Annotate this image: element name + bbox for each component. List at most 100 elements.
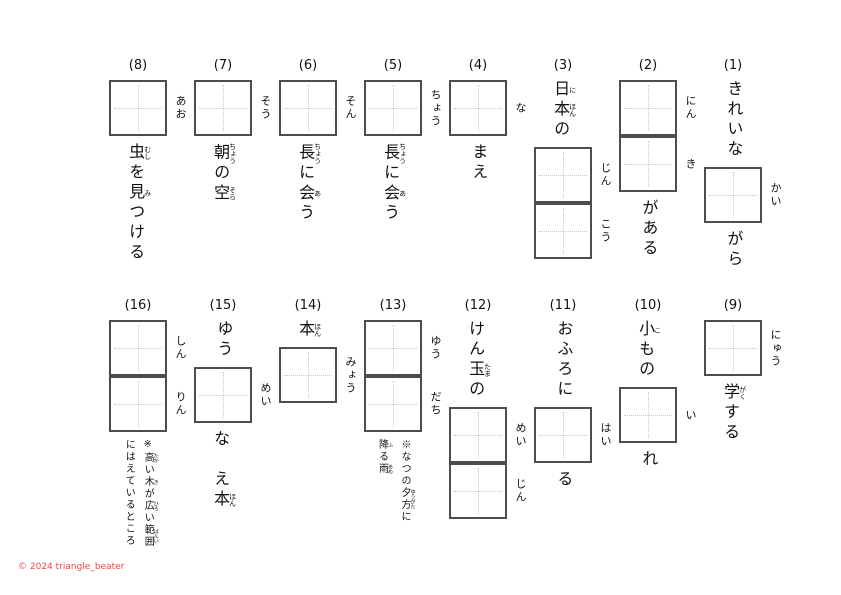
footnote-line: 降ふる雨あめ [375, 439, 394, 523]
box-reading: はい [592, 407, 622, 463]
ruby-annotated-kanji: 会あ [381, 183, 407, 204]
problem-5: (5)ちょう長ちょうに会あう [364, 58, 442, 224]
furigana: ほん [228, 490, 237, 510]
guide-line-v [138, 85, 139, 131]
kanji-base: 会 [296, 183, 316, 204]
problem-number: (12) [464, 298, 492, 313]
kanji-box[interactable] [449, 463, 507, 519]
kanji-base: 空 [211, 183, 231, 204]
guide-line-v [563, 208, 564, 254]
kanji-box[interactable] [619, 80, 677, 136]
guide-line-v [138, 325, 139, 371]
problem-number: (15) [209, 298, 237, 313]
furigana: こ [653, 320, 662, 340]
kanji-base: 虫 [126, 143, 146, 163]
problem-number: (1) [723, 58, 743, 73]
problem-14: (14)本ほんみょう [279, 298, 357, 403]
kanji-box[interactable] [619, 387, 677, 443]
kanji-box[interactable] [449, 80, 507, 136]
kanji-box[interactable] [109, 320, 167, 376]
kanji-box[interactable] [279, 347, 337, 403]
box-reading: ちょう [422, 80, 452, 136]
kanji-base: 広 [142, 500, 154, 512]
box-reading: だち [422, 376, 452, 432]
kanji-box[interactable] [704, 320, 762, 376]
footnote-line: ※高たかい木きが広ひろい範囲はんい [140, 439, 159, 548]
problem-10: (10)小こものいれ [619, 298, 697, 470]
kanji-box[interactable] [364, 80, 422, 136]
kanji-base: 日 [551, 80, 571, 100]
text-run: ゆう [214, 320, 234, 360]
ruby-annotated-kanji: 広ひろ [142, 500, 159, 512]
problem-8: (8)あお虫むしを見みつける [109, 58, 187, 263]
kanji-box[interactable] [279, 80, 337, 136]
kanji-base: 会 [381, 183, 401, 204]
answer-boxes: ゆうだち [364, 320, 442, 432]
text-run: きれいな [724, 80, 744, 160]
guide-line-v [223, 372, 224, 418]
answer-boxes: そう [194, 80, 272, 136]
problem-1: (1)きれいなかいがら [704, 58, 782, 270]
kanji-box[interactable] [364, 320, 422, 376]
kanji-box[interactable] [194, 80, 252, 136]
furigana: むし [143, 143, 152, 163]
box-reading-text: き [684, 157, 697, 171]
text-run: まえ [469, 143, 489, 183]
kanji-box[interactable] [534, 407, 592, 463]
kanji-base: 玉 [466, 360, 486, 380]
kanji-box[interactable] [534, 147, 592, 203]
answer-boxes: めいじん [449, 407, 527, 519]
furigana: がく [738, 383, 747, 403]
text-run: う [381, 203, 401, 224]
problem-16: (16)しんりん※高たかい木きが広ひろい範囲はんいにはえているところ [109, 298, 187, 548]
kanji-box[interactable] [109, 376, 167, 432]
box-reading: き [677, 136, 707, 192]
box-reading-text: ゆう [429, 335, 442, 361]
problem-15: (15)ゆうめいな え本ほん [194, 298, 272, 510]
ruby-annotated-kanji: 日に [551, 80, 577, 100]
clue-text: まえ [468, 143, 489, 183]
kanji-box[interactable] [534, 203, 592, 259]
kanji-box[interactable] [364, 376, 422, 432]
box-reading: りん [167, 376, 197, 432]
text-run: な [211, 430, 231, 450]
kanji-box[interactable] [194, 367, 252, 423]
kanji-box[interactable] [619, 136, 677, 192]
guide-line-v [308, 352, 309, 398]
kanji-box[interactable] [704, 167, 762, 223]
box-reading-text: めい [514, 422, 527, 448]
text-run: がら [724, 230, 744, 270]
text-run: る [554, 470, 574, 490]
text-run: つける [126, 203, 146, 263]
kanji-base: 本 [211, 490, 231, 510]
answer-boxes: そん [279, 80, 357, 136]
kanji-base: 朝 [211, 143, 231, 164]
clue-text: 日に本ほんの [549, 80, 577, 140]
ruby-annotated-kanji: 本ほん [551, 100, 577, 120]
box-reading: こう [592, 203, 622, 259]
kanji-base: 範囲 [142, 524, 154, 548]
problem-6: (6)そん長ちょうに会あう [279, 58, 357, 224]
box-reading-text: い [684, 408, 697, 422]
footnote: ※高たかい木きが広ひろい範囲はんいにはえているところ [117, 439, 159, 548]
text-run: い [142, 464, 154, 476]
kanji-base: 長 [296, 143, 316, 164]
kanji-base: 夕方 [399, 487, 410, 511]
kanji-box[interactable] [109, 80, 167, 136]
kanji-base: 見 [126, 183, 146, 203]
kanji-box[interactable] [449, 407, 507, 463]
problem-number: (16) [124, 298, 152, 313]
problem-7: (7)そう朝ちょうの空そら [194, 58, 272, 204]
clue-text: 学がくする [719, 383, 747, 443]
text-run: ※ [142, 439, 154, 452]
clue-text: な え本ほん [209, 430, 237, 510]
answer-boxes: にんき [619, 80, 697, 192]
kanji-base: 小 [636, 320, 656, 340]
guide-line-v [648, 85, 649, 131]
clue-text: おふろに [553, 320, 573, 400]
box-reading-text: ちょう [429, 88, 442, 128]
kanji-base: 本 [551, 100, 571, 120]
box-reading-text: にゅう [769, 328, 782, 368]
guide-line-v [478, 85, 479, 131]
kanji-base: 雨 [376, 463, 388, 475]
